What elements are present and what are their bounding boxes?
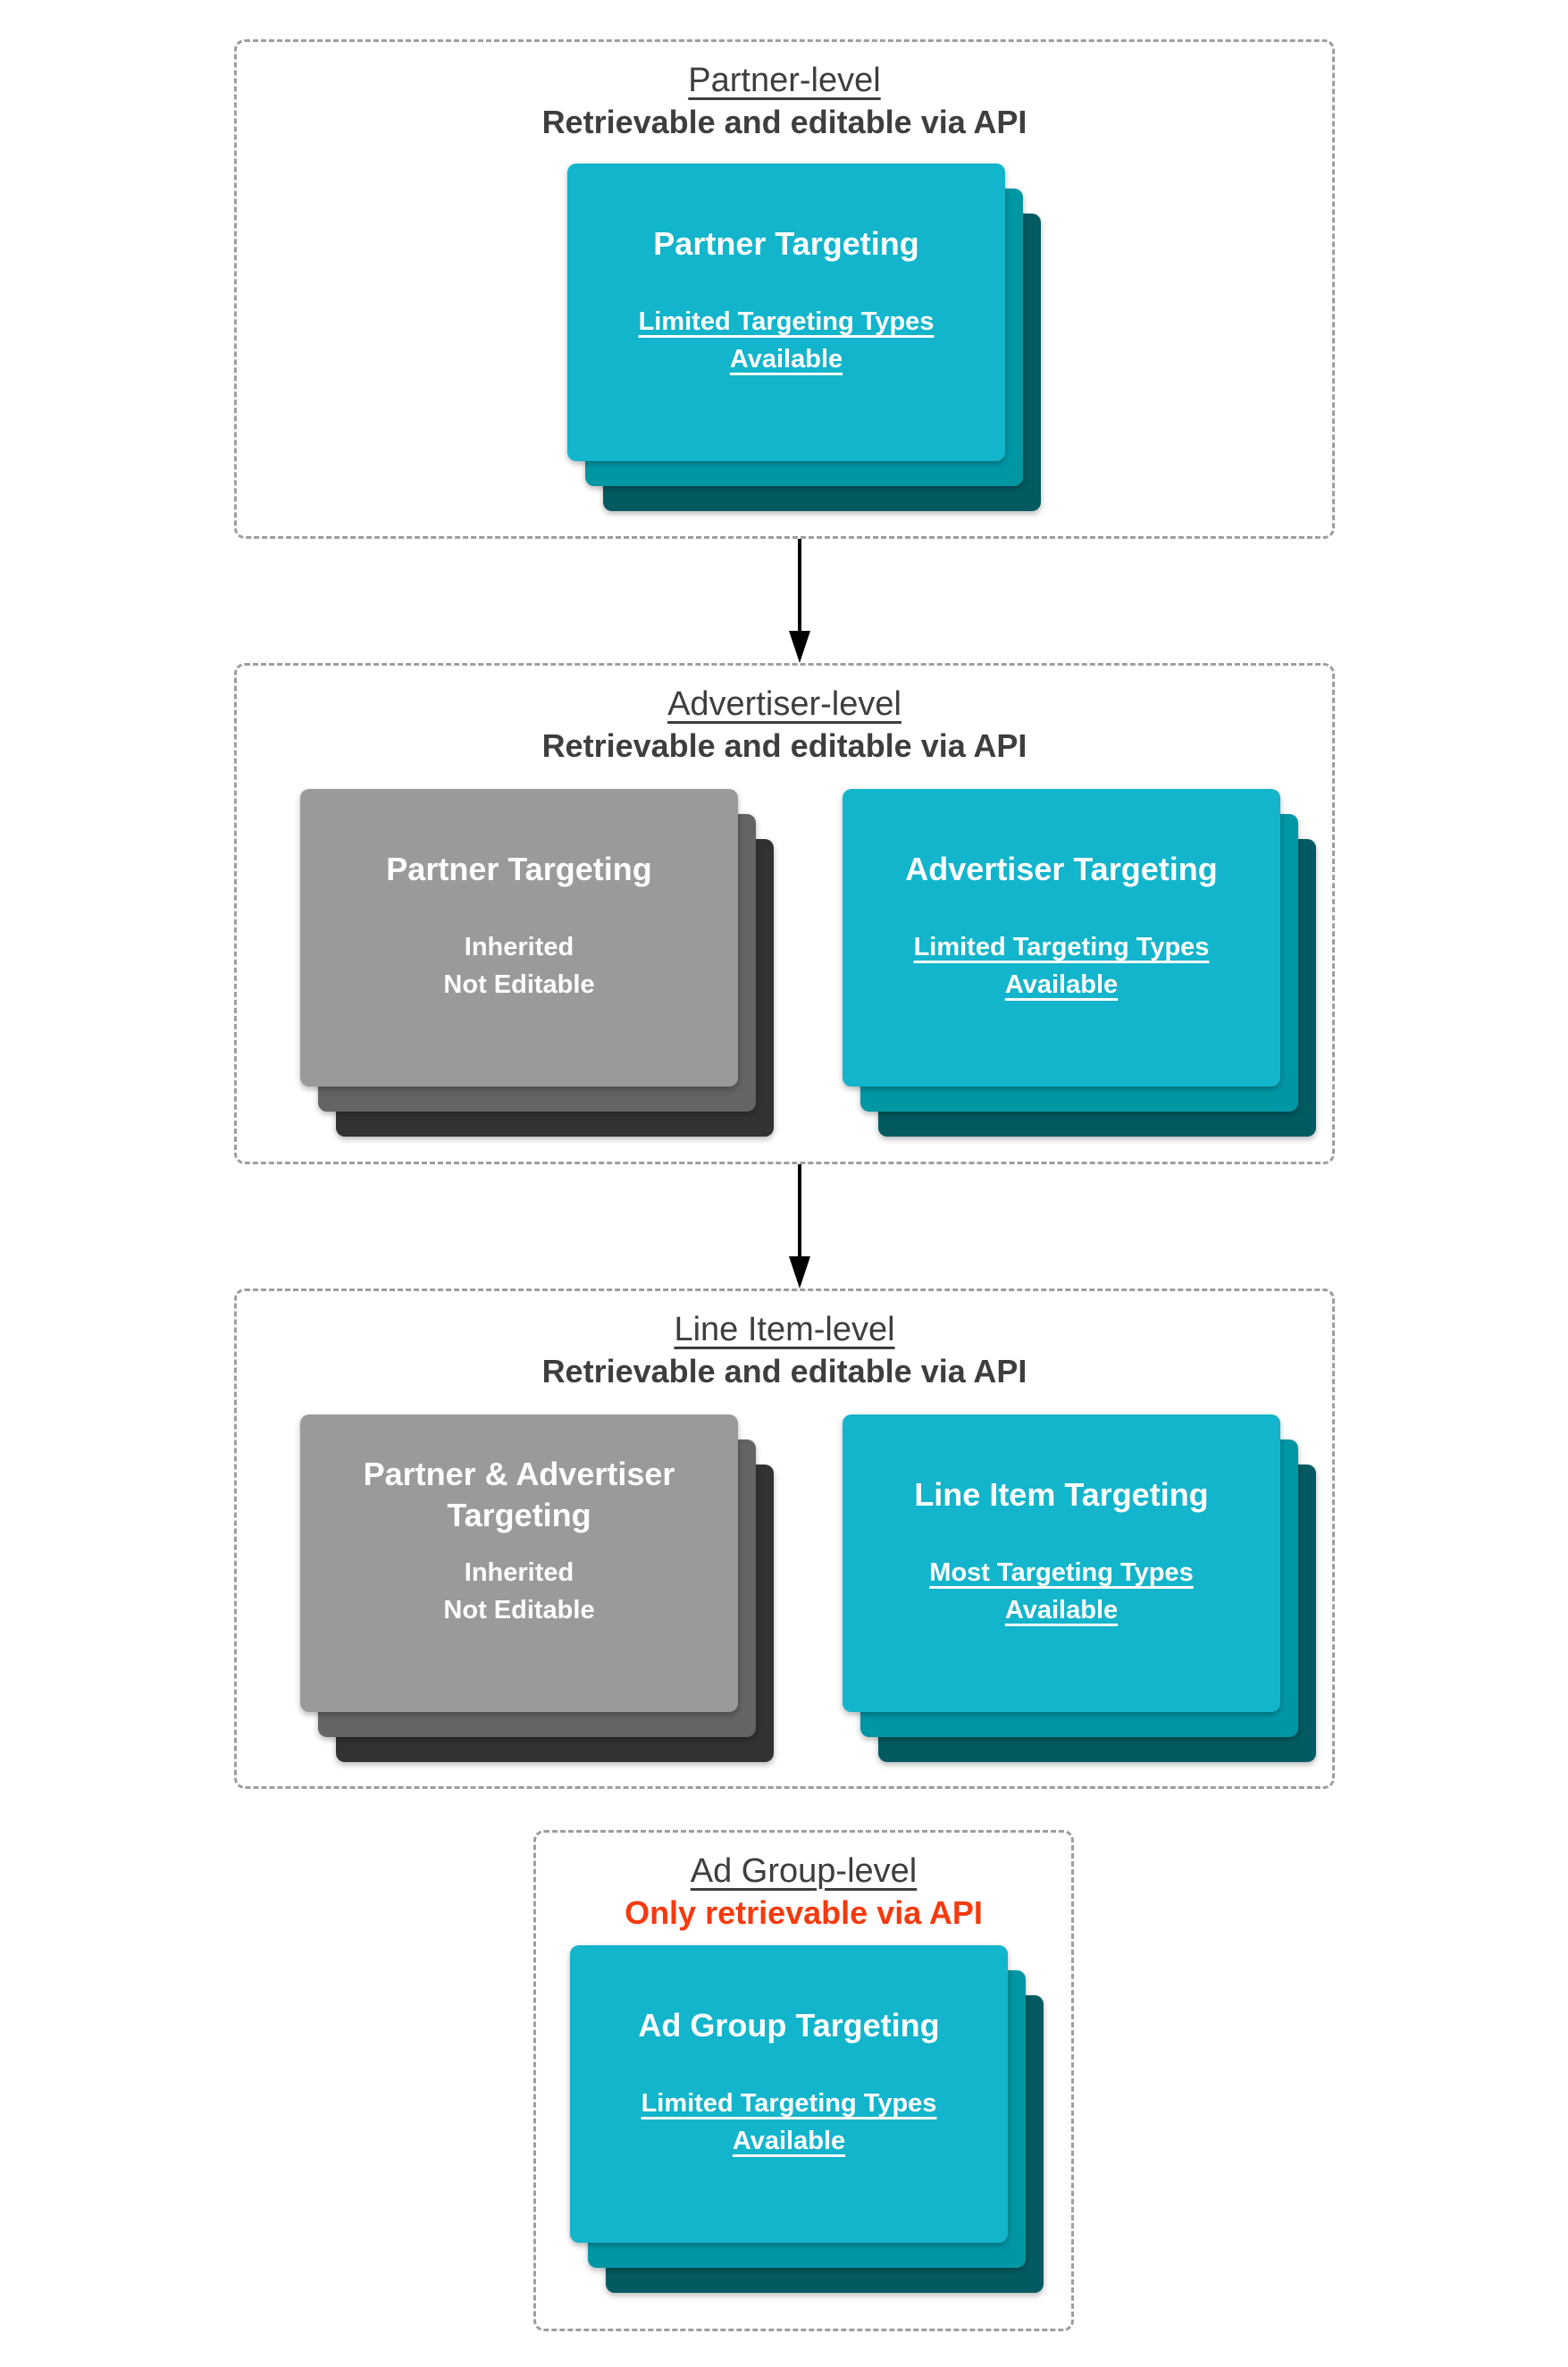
card-subtitle: Most Targeting Types Available <box>929 1558 1194 1624</box>
section-subtitle: Retrievable and editable via API <box>541 727 1027 764</box>
arrow-head-icon <box>789 631 810 663</box>
card-stack-advertiser-targeting: Advertiser Targeting Limited Targeting T… <box>843 789 1316 1137</box>
card-title: Partner Targeting <box>653 225 919 262</box>
card-inherited-partner-advertiser-targeting: Partner & Advertiser Targeting Inherited… <box>300 1414 738 1712</box>
flow-arrow-advertiser-to-lineitem <box>789 1164 810 1288</box>
flow-arrow-partner-to-advertiser <box>789 539 810 663</box>
section-title: Line Item-level <box>674 1311 895 1348</box>
section-partner-level: Partner-level Retrievable and editable v… <box>234 39 1335 539</box>
card-line-item-targeting: Line Item Targeting Most Targeting Types… <box>843 1414 1280 1712</box>
section-title: Advertiser-level <box>667 685 901 723</box>
arrow-stem <box>798 539 801 633</box>
section-advertiser-level: Advertiser-level Retrievable and editabl… <box>234 663 1335 1164</box>
card-inherited-partner-targeting: Partner Targeting Inherited Not Editable <box>300 789 738 1087</box>
card-title: Partner & Advertiser Targeting <box>363 1456 675 1533</box>
card-subtitle: Limited Targeting Types Available <box>638 307 935 374</box>
card-ad-group-targeting: Ad Group Targeting Limited Targeting Typ… <box>570 1945 1008 2243</box>
card-subtitle: Inherited Not Editable <box>443 1558 595 1624</box>
card-title: Ad Group Targeting <box>638 2007 940 2044</box>
section-subtitle: Retrievable and editable via API <box>541 1353 1027 1389</box>
card-stack-ad-group-targeting: Ad Group Targeting Limited Targeting Typ… <box>570 1945 1044 2293</box>
card-title: Partner Targeting <box>386 851 652 887</box>
section-subtitle: Only retrievable via API <box>625 1894 983 1931</box>
section-subtitle: Retrievable and editable via API <box>541 104 1027 140</box>
arrow-stem <box>798 1164 801 1258</box>
card-subtitle: Inherited Not Editable <box>443 933 595 999</box>
arrow-head-icon <box>789 1256 810 1288</box>
section-line-item-level: Line Item-level Retrievable and editable… <box>234 1288 1335 1789</box>
card-stack-inherited-partner-targeting: Partner Targeting Inherited Not Editable <box>300 789 774 1137</box>
section-title: Partner-level <box>688 62 881 99</box>
card-stack-inherited-partner-advertiser-targeting: Partner & Advertiser Targeting Inherited… <box>300 1414 774 1762</box>
card-stack-partner-targeting: Partner Targeting Limited Targeting Type… <box>567 164 1041 511</box>
card-subtitle: Limited Targeting Types Available <box>641 2089 937 2155</box>
section-ad-group-level: Ad Group-level Only retrievable via API … <box>533 1830 1074 2331</box>
card-partner-targeting: Partner Targeting Limited Targeting Type… <box>567 164 1005 461</box>
card-title: Advertiser Targeting <box>905 851 1218 887</box>
card-advertiser-targeting: Advertiser Targeting Limited Targeting T… <box>843 789 1280 1087</box>
section-title: Ad Group-level <box>690 1852 918 1890</box>
card-stack-line-item-targeting: Line Item Targeting Most Targeting Types… <box>843 1414 1316 1762</box>
card-title: Line Item Targeting <box>914 1476 1209 1513</box>
card-subtitle: Limited Targeting Types Available <box>913 933 1210 999</box>
